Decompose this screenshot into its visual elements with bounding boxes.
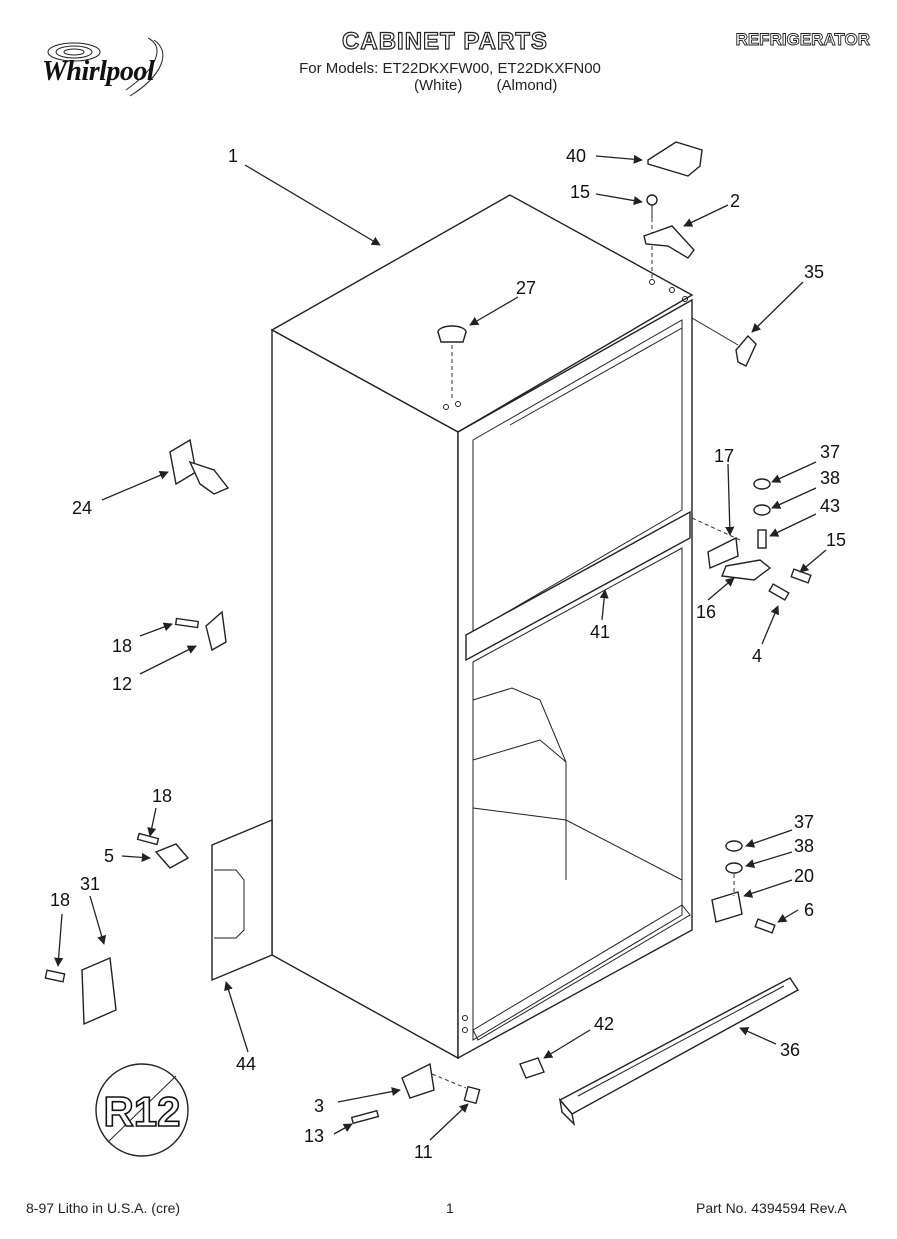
callout-24: 24 xyxy=(72,498,92,518)
screw-15-top xyxy=(646,194,658,280)
part-5 xyxy=(136,832,190,869)
whirlpool-logo: Whirlpool xyxy=(30,30,190,100)
side-panel-44 xyxy=(211,818,273,982)
brand-name: Whirlpool xyxy=(42,56,155,87)
callout-36: 36 xyxy=(780,1040,800,1060)
plug-27 xyxy=(437,325,467,400)
callout-15-mid: 15 xyxy=(826,530,846,550)
part-24 xyxy=(169,438,230,495)
callout-12: 12 xyxy=(112,674,132,694)
refrigerant-badge: R12 xyxy=(95,1063,189,1157)
whirlpool-swirl-icon xyxy=(47,37,164,97)
top-hinge-2 xyxy=(643,225,695,259)
callout-16: 16 xyxy=(696,602,716,622)
callout-18-upper: 18 xyxy=(112,636,132,656)
callout-18-mid: 18 xyxy=(152,786,172,806)
callout-40: 40 xyxy=(566,146,586,166)
model-numbers: For Models: ET22DKXFW00, ET22DKXFN00 xyxy=(299,60,601,77)
callout-41: 41 xyxy=(590,622,610,642)
hinge-cover-40 xyxy=(647,141,703,177)
callout-31: 31 xyxy=(80,874,100,894)
callout-35: 35 xyxy=(804,262,824,282)
callout-42: 42 xyxy=(594,1014,614,1034)
badge-text: R12 xyxy=(103,1088,180,1135)
callout-37-bottom: 37 xyxy=(794,812,814,832)
callout-6: 6 xyxy=(804,900,814,920)
color-variants: (White) (Almond) xyxy=(380,77,600,94)
mullion-divider xyxy=(465,510,691,662)
part-number: Part No. 4394594 Rev.A xyxy=(696,1200,847,1216)
callout-38-top: 38 xyxy=(820,468,840,488)
variant-almond: (Almond) xyxy=(496,77,558,94)
callout-18-lower: 18 xyxy=(50,890,70,910)
callout-numbers: 1 40 15 2 35 27 24 17 37 38 43 15 16 4 4… xyxy=(50,146,846,1162)
callout-13: 13 xyxy=(304,1126,324,1146)
litho-note: 8-97 Litho in U.S.A. (cre) xyxy=(26,1200,181,1216)
middle-hinge-group xyxy=(691,517,812,601)
page-number: 1 xyxy=(446,1200,454,1216)
callout-37-top: 37 xyxy=(820,442,840,462)
callout-3: 3 xyxy=(314,1096,324,1116)
callout-4: 4 xyxy=(752,646,762,666)
callout-38-bottom: 38 xyxy=(794,836,814,856)
part-35 xyxy=(691,317,757,367)
appliance-category: REFRIGERATOR xyxy=(735,30,870,50)
callout-44: 44 xyxy=(236,1054,256,1074)
callout-43: 43 xyxy=(820,496,840,516)
toe-grille-36 xyxy=(558,977,800,1127)
page-title: CABINET PARTS xyxy=(341,27,548,55)
callout-20: 20 xyxy=(794,866,814,886)
cabinet-body xyxy=(270,194,694,1060)
variant-white: (White) xyxy=(414,77,463,94)
callout-15-top: 15 xyxy=(570,182,590,202)
part-31 xyxy=(44,956,117,1026)
part-12 xyxy=(174,610,227,652)
part-42 xyxy=(519,1057,545,1079)
bottom-hinge-group xyxy=(711,840,776,934)
callout-2: 2 xyxy=(730,191,740,211)
washers-top xyxy=(753,478,771,549)
bottom-bracket-group xyxy=(350,1062,481,1125)
leader-lines xyxy=(54,154,827,1141)
callout-1: 1 xyxy=(228,146,238,166)
callout-17: 17 xyxy=(714,446,734,466)
callout-11: 11 xyxy=(414,1142,433,1162)
callout-27: 27 xyxy=(516,278,536,298)
callout-5: 5 xyxy=(104,846,114,866)
